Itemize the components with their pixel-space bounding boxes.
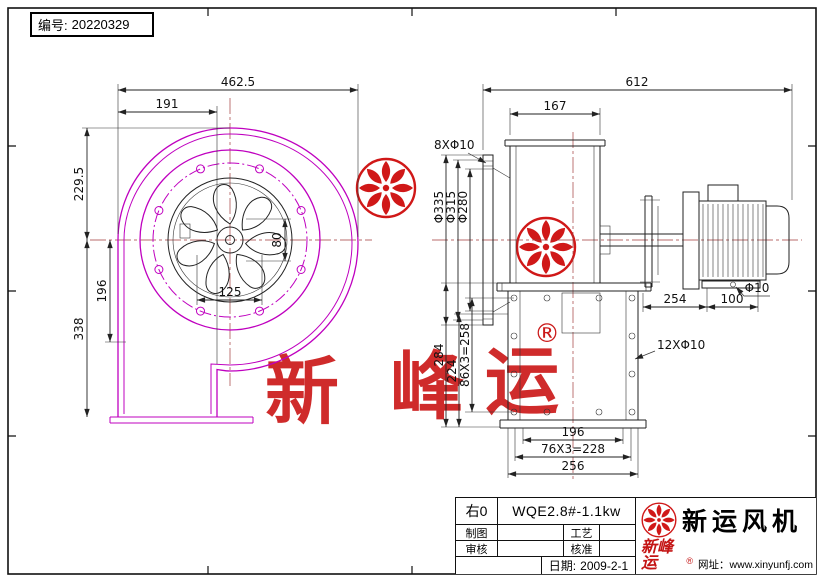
orientation-cell: 右0 bbox=[456, 498, 498, 524]
company-name: 新运风机 bbox=[682, 507, 803, 536]
dim-outlet-height: 284 bbox=[432, 344, 446, 367]
brand-logo-text: 新峰运 bbox=[641, 539, 674, 572]
model-cell: WQE2.8#-1.1kw bbox=[512, 503, 621, 519]
dim-inlet-dia: Φ280 bbox=[456, 191, 470, 223]
serial-label: 编号: bbox=[38, 18, 68, 33]
dim-100: 100 bbox=[721, 292, 744, 306]
dim-height-top: 229.5 bbox=[72, 167, 86, 201]
dim-height-mid: 196 bbox=[95, 280, 109, 303]
process-value bbox=[600, 525, 635, 540]
dim-hub: 80 bbox=[270, 232, 284, 247]
dim-total-width-left: 462.5 bbox=[221, 75, 255, 89]
company-stamp-icon bbox=[515, 216, 577, 278]
motor-foot bbox=[701, 280, 761, 289]
serial-value: 20220329 bbox=[71, 17, 130, 32]
left-view-fan-scroll bbox=[90, 98, 372, 424]
dim-impeller: 125 bbox=[219, 285, 242, 299]
label-outlet-bolts: 12XΦ10 bbox=[657, 338, 705, 352]
date-label: 日期: bbox=[548, 559, 577, 573]
fan-casing bbox=[504, 139, 606, 283]
dim-254: 254 bbox=[664, 292, 687, 306]
dimension-annotations: 462.5 191 229.5 338 196 80 125 612 167 8… bbox=[72, 75, 793, 478]
dim-outlet-inner-height: 224 bbox=[445, 360, 459, 383]
company-stamp-icon bbox=[641, 501, 677, 538]
volute-outline bbox=[109, 127, 359, 424]
dim-height-bottom: 338 bbox=[72, 318, 86, 341]
dim-outlet-w2: 76X3=228 bbox=[541, 442, 605, 456]
label-foot-hole: Φ10 bbox=[745, 281, 770, 295]
inlet-flange bbox=[482, 154, 511, 326]
motor-terminal-box bbox=[707, 184, 739, 202]
date-cell: 日期: 2009-2-1 bbox=[542, 557, 635, 574]
dim-flange-od: Φ335 bbox=[432, 191, 446, 223]
label-inlet-bolts: 8XΦ10 bbox=[434, 138, 475, 152]
motor-foot-hole bbox=[730, 281, 736, 288]
date-value: 2009-2-1 bbox=[580, 558, 629, 573]
title-block: 右0 WQE2.8#-1.1kw 制图 工艺 审核 核准 日期: 2009-2-… bbox=[455, 497, 816, 574]
dim-bolt-spacing-v: 86X3=258 bbox=[458, 323, 472, 387]
company-stamp-icon bbox=[355, 157, 417, 219]
approve-label: 核准 bbox=[564, 541, 600, 556]
right-view-fan-assembly bbox=[432, 132, 802, 482]
company-website: 网址：www.xinyunfj.com bbox=[698, 559, 813, 572]
process-label: 工艺 bbox=[564, 525, 600, 540]
drawn-by-label: 制图 bbox=[456, 525, 498, 540]
blank-cell bbox=[456, 557, 542, 574]
check-label: 审核 bbox=[456, 541, 498, 556]
dim-casing-width: 167 bbox=[544, 99, 567, 113]
approve-value bbox=[600, 541, 635, 556]
watermark-layer: 新 峰 运 ® bbox=[265, 157, 577, 435]
brand-registered-mark: ® bbox=[686, 556, 694, 566]
check-value bbox=[498, 541, 564, 556]
title-block-fields: 右0 WQE2.8#-1.1kw 制图 工艺 审核 核准 日期: 2009-2-… bbox=[456, 498, 636, 574]
title-block-company: 新运风机 新峰运 ® 网址：www.xinyunfj.com bbox=[636, 498, 816, 574]
dim-bolt-circle: Φ315 bbox=[444, 191, 458, 223]
inlet-flange-circles bbox=[139, 149, 321, 331]
dim-outlet-w1: 196 bbox=[562, 425, 585, 439]
motor bbox=[682, 184, 790, 290]
dim-total-width-right: 612 bbox=[626, 75, 649, 89]
shaft-and-bracket bbox=[599, 195, 683, 288]
page-frame bbox=[7, 7, 817, 575]
base-plate bbox=[496, 282, 652, 292]
registered-mark: ® bbox=[534, 319, 560, 349]
dim-outlet-w3: 256 bbox=[562, 459, 585, 473]
drawn-by-value bbox=[498, 525, 564, 540]
dim-partial-width-left: 191 bbox=[156, 97, 179, 111]
serial-number-box: 编号: 20220329 bbox=[30, 12, 154, 37]
watermark-char: 新 bbox=[265, 349, 339, 435]
watermark-char: 运 bbox=[485, 339, 559, 425]
watermark-char: 峰 bbox=[390, 344, 464, 430]
